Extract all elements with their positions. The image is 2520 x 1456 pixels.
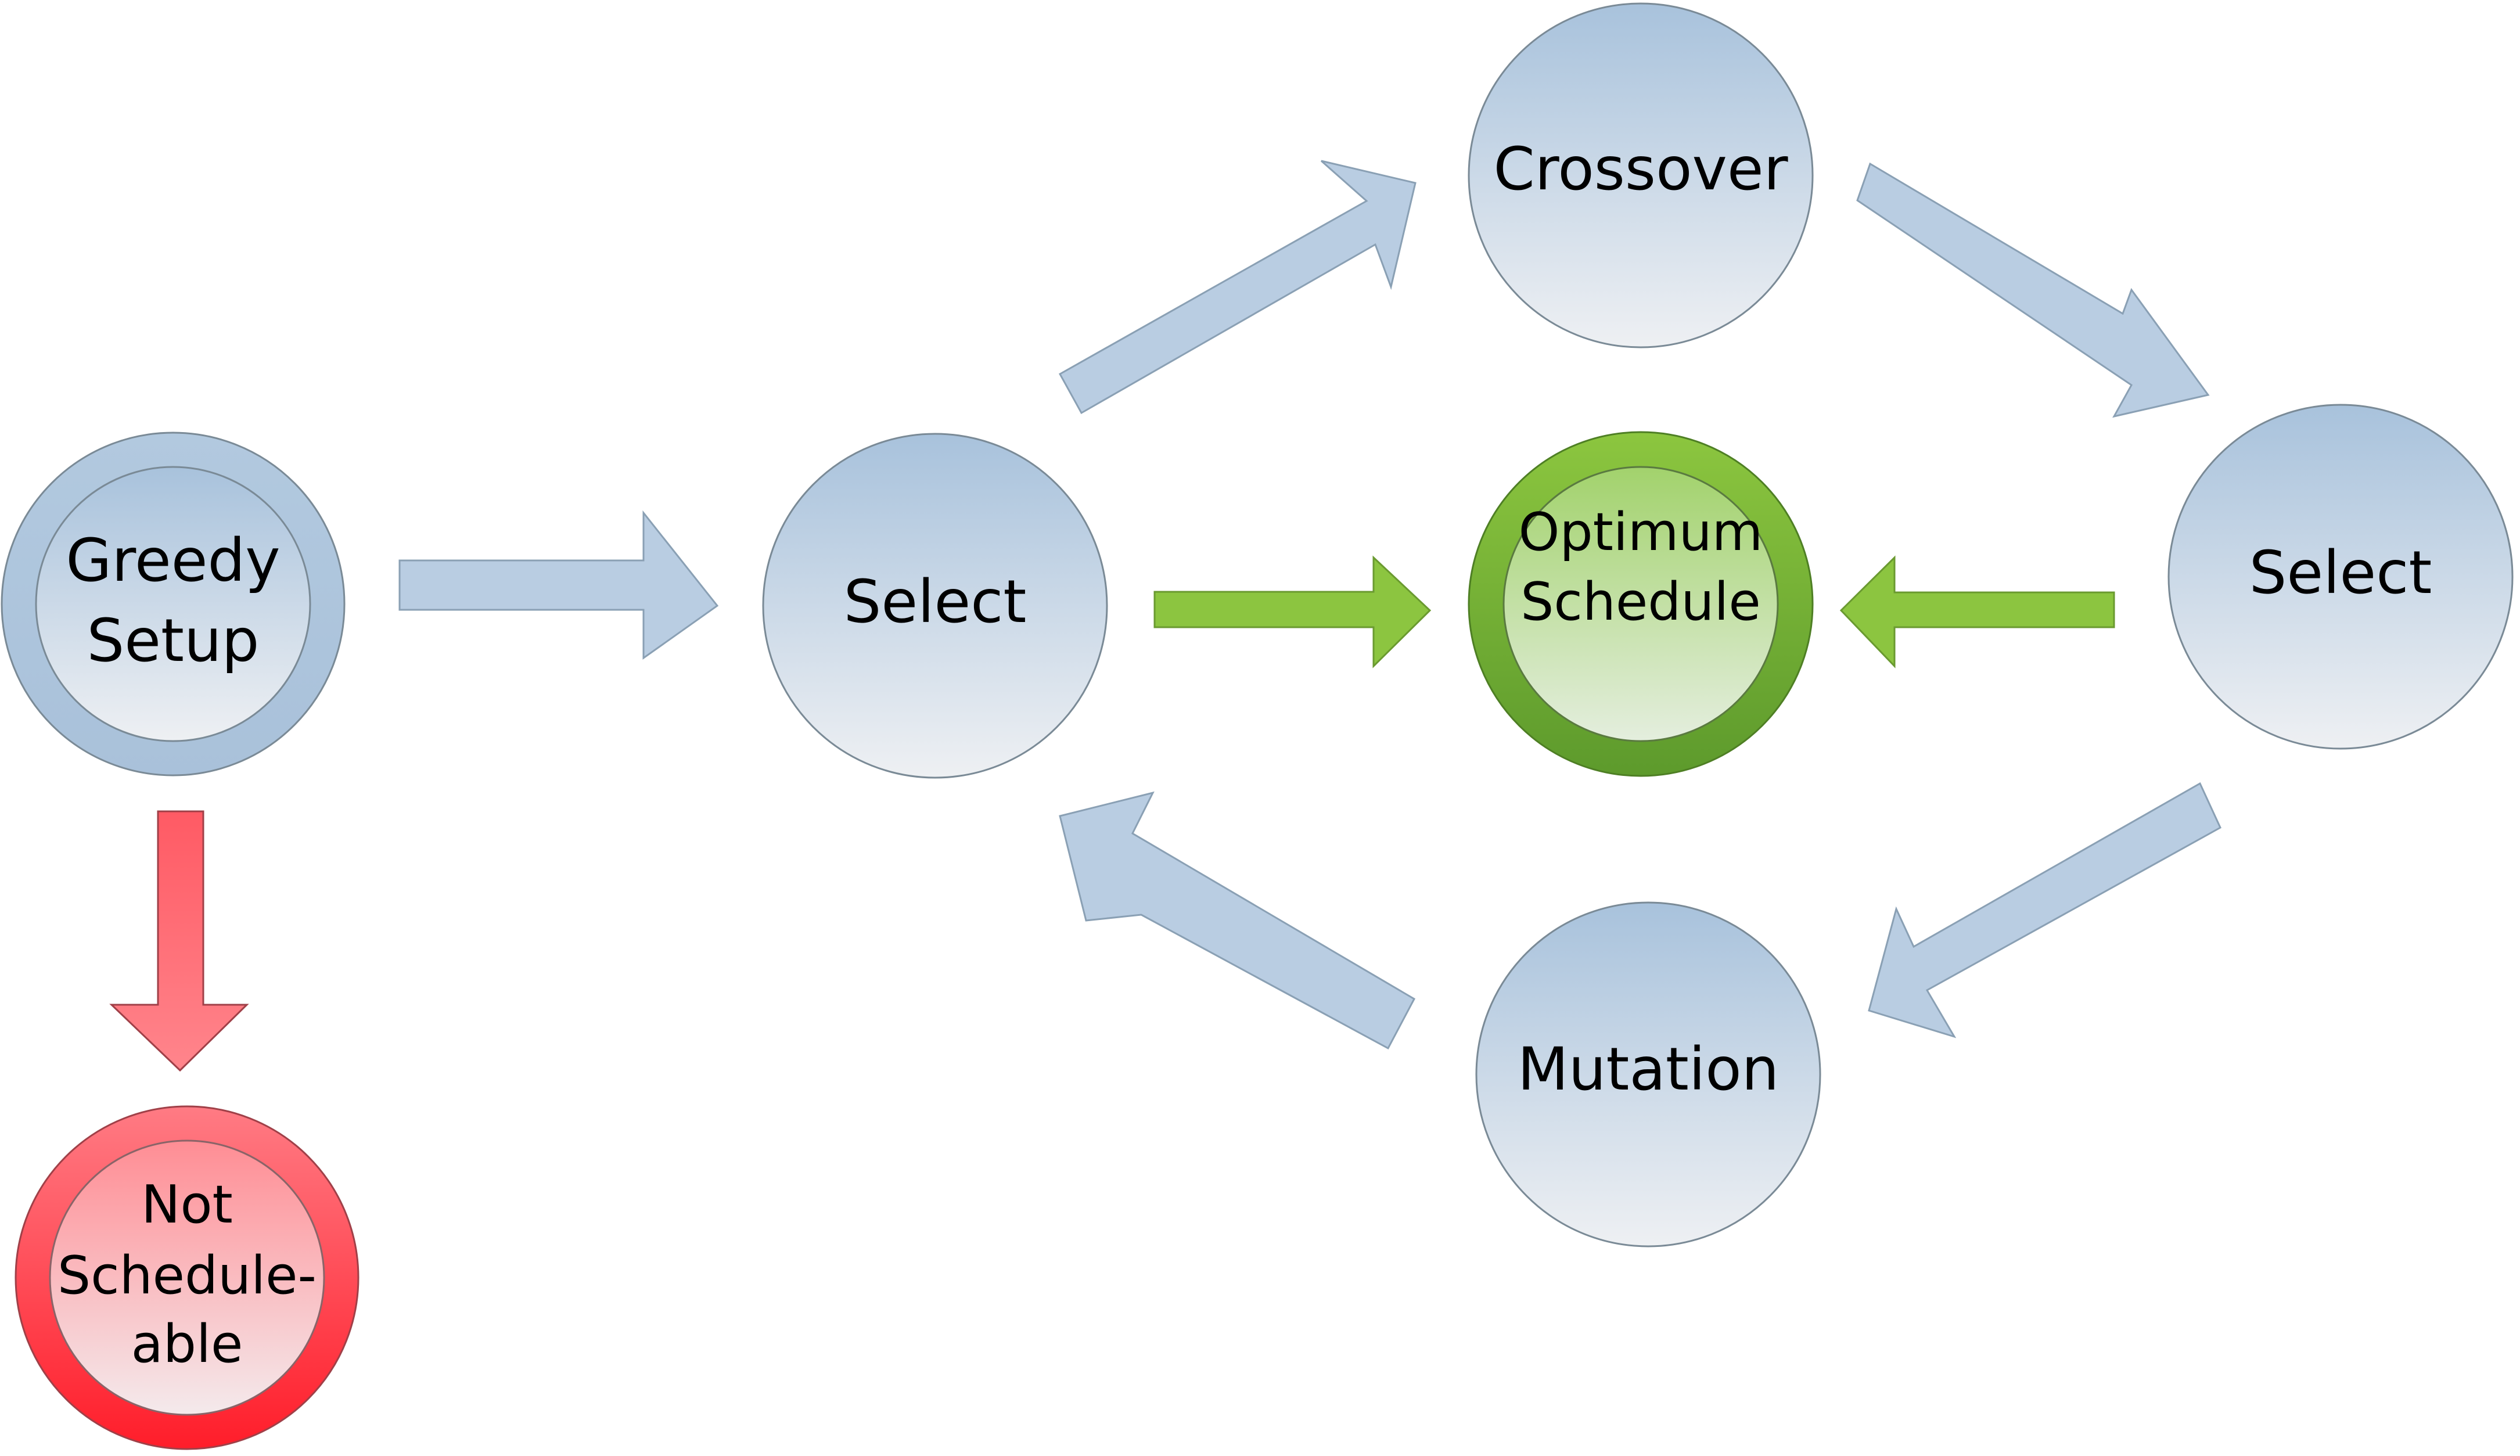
node-optimum-schedule: Optimum Schedule bbox=[1468, 431, 1814, 777]
not-schedulable-line1: Not bbox=[141, 1174, 233, 1235]
arrow-select-to-mutation bbox=[1868, 782, 2221, 1038]
optimum-schedule-line1: Optimum bbox=[1519, 502, 1763, 563]
select-left-label: Select bbox=[844, 567, 1027, 637]
crossover-label: Crossover bbox=[1493, 135, 1788, 204]
node-mutation: Mutation bbox=[1475, 901, 1821, 1248]
not-schedulable-line2: Schedule- bbox=[57, 1245, 317, 1306]
arrow-select-to-optimum bbox=[1153, 555, 1432, 668]
arrow-select-right-to-optimum bbox=[1839, 555, 2115, 668]
node-not-schedulable: Not Schedule- able bbox=[15, 1105, 360, 1450]
greedy-setup-line1: Greedy bbox=[66, 526, 280, 595]
node-select-left: Select bbox=[762, 433, 1108, 779]
arrow-select-to-crossover bbox=[1058, 160, 1417, 415]
arrow-greedy-to-not-schedulable bbox=[109, 810, 249, 1072]
arrow-greedy-to-select bbox=[398, 510, 719, 660]
arrow-crossover-to-select bbox=[1856, 162, 2210, 418]
arrow-mutation-to-select bbox=[1059, 791, 1415, 1050]
greedy-setup-line2: Setup bbox=[87, 606, 260, 675]
node-select-right: Select bbox=[2167, 404, 2514, 750]
node-greedy-setup: Greedy Setup bbox=[1, 432, 346, 776]
mutation-label: Mutation bbox=[1518, 1035, 1780, 1104]
not-schedulable-line3: able bbox=[131, 1314, 243, 1375]
select-right-label: Select bbox=[2249, 538, 2432, 607]
optimum-schedule-line2: Schedule bbox=[1520, 571, 1761, 632]
node-crossover: Crossover bbox=[1468, 2, 1814, 348]
